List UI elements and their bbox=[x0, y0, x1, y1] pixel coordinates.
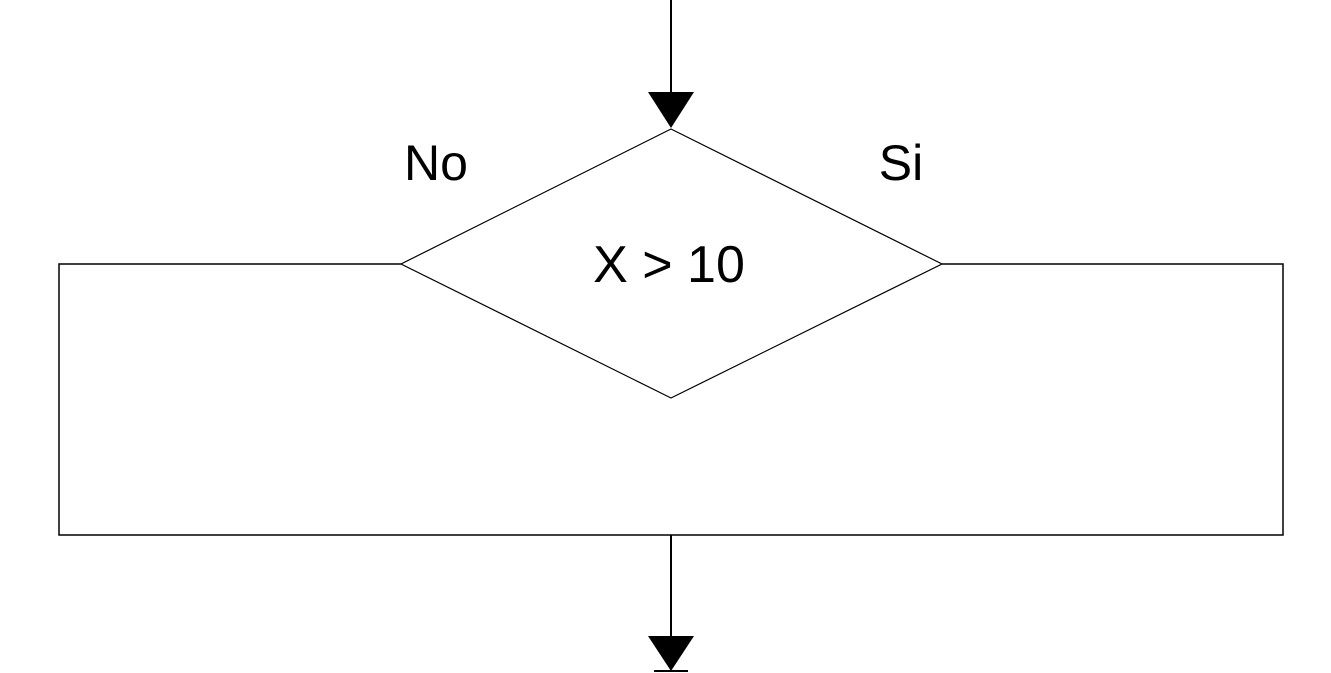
no-branch-path bbox=[58, 263, 671, 536]
decision-diamond bbox=[399, 128, 944, 399]
si-branch-path bbox=[671, 263, 1284, 536]
outgoing-arrowhead-icon bbox=[648, 636, 694, 671]
no-branch-label: No bbox=[404, 135, 468, 191]
incoming-arrowhead-icon bbox=[648, 92, 694, 128]
si-branch-label: Si bbox=[879, 135, 923, 191]
decision-condition: X > 10 bbox=[593, 236, 745, 294]
